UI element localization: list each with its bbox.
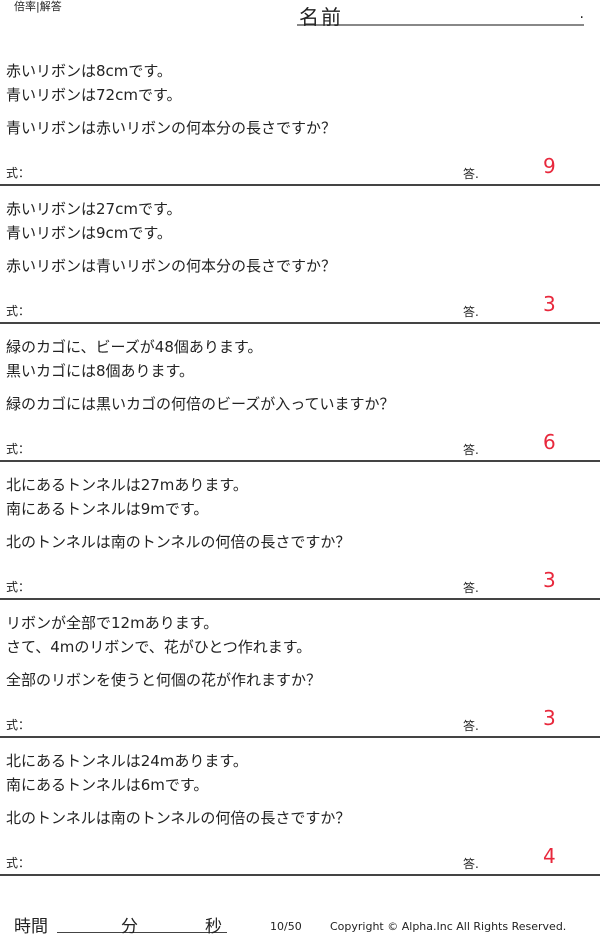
problem: 赤いリボンは8cmです。 青いリボンは72cmです。 青いリボンは赤いリボンの何… [0, 48, 600, 186]
problem-line-2: 青いリボンは9cmです。 [6, 224, 172, 242]
time-underline [57, 932, 227, 933]
problem-line-1: 北にあるトンネルは27mあります。 [6, 476, 248, 494]
problem-line-2: 南にあるトンネルは6mです。 [6, 776, 209, 794]
copyright: Copyright © Alpha.Inc All Rights Reserve… [330, 920, 567, 933]
answer-label: 答. [463, 443, 479, 457]
page-number: 10/50 [270, 920, 302, 933]
problem-question: 全部のリボンを使うと何個の花が作れますか？ [6, 671, 322, 689]
problem-question: 北のトンネルは南のトンネルの何倍の長さですか？ [6, 809, 351, 827]
answer-label: 答. [463, 857, 479, 871]
problem: 北にあるトンネルは27mあります。 南にあるトンネルは9mです。 北のトンネルは… [0, 462, 600, 600]
time-label: 時間 [14, 917, 48, 937]
problem-line-1: 緑のカゴに、ビーズが48個あります。 [6, 338, 263, 356]
formula-label: 式： [6, 166, 31, 180]
problem-question: 緑のカゴには黒いカゴの何倍のビーズが入っていますか？ [6, 395, 395, 413]
problem-line-2: 南にあるトンネルは9mです。 [6, 500, 209, 518]
name-field: 名前 . [297, 0, 584, 29]
problem-line-1: 北にあるトンネルは24mあります。 [6, 752, 248, 770]
name-label: 名前 [299, 5, 343, 29]
problem-question: 北のトンネルは南のトンネルの何倍の長さですか？ [6, 533, 351, 551]
problem: リボンが全部で12mあります。 さて、4mのリボンで、花がひとつ作れます。 全部… [0, 600, 600, 738]
formula-label: 式： [6, 580, 31, 594]
formula-label: 式： [6, 856, 31, 870]
problem: 緑のカゴに、ビーズが48個あります。 黒いカゴには8個あります。 緑のカゴには黒… [0, 324, 600, 462]
name-dot: . [579, 6, 584, 22]
formula-label: 式： [6, 304, 31, 318]
formula-label: 式： [6, 442, 31, 456]
problem-line-1: リボンが全部で12mあります。 [6, 614, 219, 632]
answer-label: 答. [463, 305, 479, 319]
problem-question: 青いリボンは赤いリボンの何本分の長さですか？ [6, 119, 337, 137]
answer-label: 答. [463, 719, 479, 733]
problem-line-2: さて、4mのリボンで、花がひとつ作れます。 [6, 638, 312, 656]
seconds-label: 秒 [205, 917, 222, 937]
problem-line-2: 黒いカゴには8個あります。 [6, 362, 195, 380]
answer-value: 4 [543, 844, 556, 868]
problem: 赤いリボンは27cmです。 青いリボンは9cmです。 赤いリボンは青いリボンの何… [0, 186, 600, 324]
answer-value: 6 [543, 430, 556, 454]
problem: 北にあるトンネルは24mあります。 南にあるトンネルは6mです。 北のトンネルは… [0, 738, 600, 876]
answer-value: 3 [543, 706, 556, 730]
problem-line-2: 青いリボンは72cmです。 [6, 86, 182, 104]
answer-value: 3 [543, 292, 556, 316]
answer-label: 答. [463, 581, 479, 595]
problem-question: 赤いリボンは青いリボンの何本分の長さですか？ [6, 257, 337, 275]
formula-label: 式： [6, 718, 31, 732]
worksheet-title: 倍率|解答 [14, 0, 62, 13]
minutes-label: 分 [121, 917, 138, 937]
answer-label: 答. [463, 167, 479, 181]
problem-line-1: 赤いリボンは27cmです。 [6, 200, 182, 218]
answer-value: 9 [543, 154, 556, 178]
answer-value: 3 [543, 568, 556, 592]
problem-line-1: 赤いリボンは8cmです。 [6, 62, 172, 80]
